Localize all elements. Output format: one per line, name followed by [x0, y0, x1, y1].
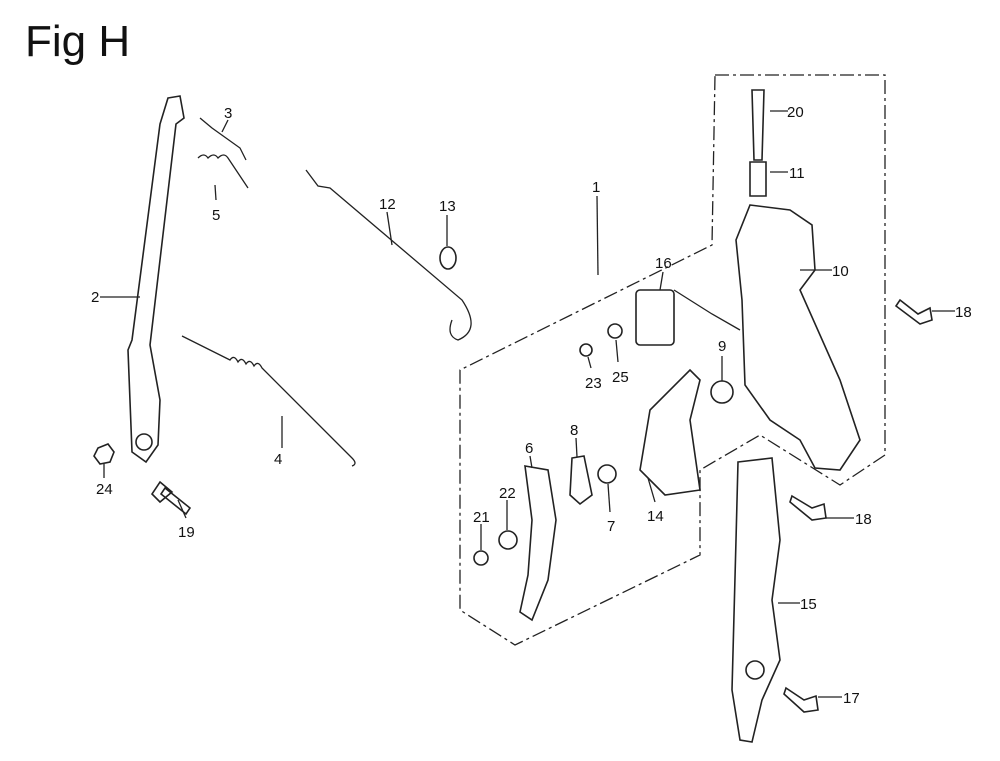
- callout-11: 11: [789, 165, 805, 182]
- part-8-arm: [569, 455, 593, 506]
- callout-7: 7: [607, 518, 615, 535]
- part-19-bolt: [150, 480, 192, 516]
- part-7-washer: [597, 464, 617, 484]
- part-4-rod: [181, 335, 356, 467]
- callout-18-upper: 18: [955, 304, 972, 321]
- callout-21: 21: [473, 509, 490, 526]
- callout-8: 8: [570, 422, 578, 439]
- callout-1: 1: [592, 179, 600, 196]
- callout-18-lower: 18: [855, 511, 872, 528]
- callout-labels: 1 2 3 4 5 6 7 8 9 10 11 12 13 14 15 16 1…: [91, 104, 972, 707]
- callout-20: 20: [787, 104, 804, 121]
- callout-9: 9: [718, 338, 726, 355]
- part-17-bolt: [783, 686, 819, 713]
- part-25-washer: [607, 323, 623, 339]
- part-6-lever: [519, 465, 557, 622]
- part-3-rod: [199, 117, 247, 161]
- callout-17: 17: [843, 690, 860, 707]
- callout-16: 16: [655, 255, 672, 272]
- part-21-nut: [473, 550, 489, 566]
- callout-25: 25: [612, 369, 629, 386]
- callout-6: 6: [525, 440, 533, 457]
- part-20-screw: [751, 89, 765, 161]
- part-16-switch: [635, 289, 675, 346]
- callout-23: 23: [585, 375, 602, 392]
- callout-10: 10: [832, 263, 849, 280]
- part-16-wire: [673, 289, 741, 331]
- part-23-screw: [579, 343, 593, 357]
- part-10-bracket: [735, 204, 861, 471]
- callout-5: 5: [212, 207, 220, 224]
- part-2-pivot: [135, 433, 153, 451]
- callout-14: 14: [647, 508, 664, 525]
- callout-22: 22: [499, 485, 516, 502]
- assembly-boundary: [459, 74, 886, 646]
- part-18-bolt-lower: [789, 494, 827, 521]
- part-15-pivot: [745, 660, 765, 680]
- part-24-nut: [93, 443, 115, 465]
- part-5-spring: [197, 154, 249, 189]
- figure-title: Fig H: [25, 17, 130, 66]
- part-2-lever: [127, 95, 185, 464]
- part-18-bolt-upper: [894, 298, 933, 325]
- callout-2: 2: [91, 289, 99, 306]
- part-12-rod: [305, 169, 472, 341]
- leader-lines: [100, 110, 955, 698]
- callout-19: 19: [178, 524, 195, 541]
- callout-24: 24: [96, 481, 113, 498]
- part-9-washer: [710, 380, 734, 404]
- callout-4: 4: [274, 451, 282, 468]
- part-13-collar: [439, 246, 457, 270]
- part-11-spring: [749, 161, 767, 197]
- callout-13: 13: [439, 198, 456, 215]
- part-22-washer: [498, 530, 518, 550]
- part-14-plate: [639, 368, 701, 496]
- callout-15: 15: [800, 596, 817, 613]
- callout-3: 3: [224, 105, 232, 122]
- part-15-lever: [731, 457, 781, 743]
- callout-12: 12: [379, 196, 396, 213]
